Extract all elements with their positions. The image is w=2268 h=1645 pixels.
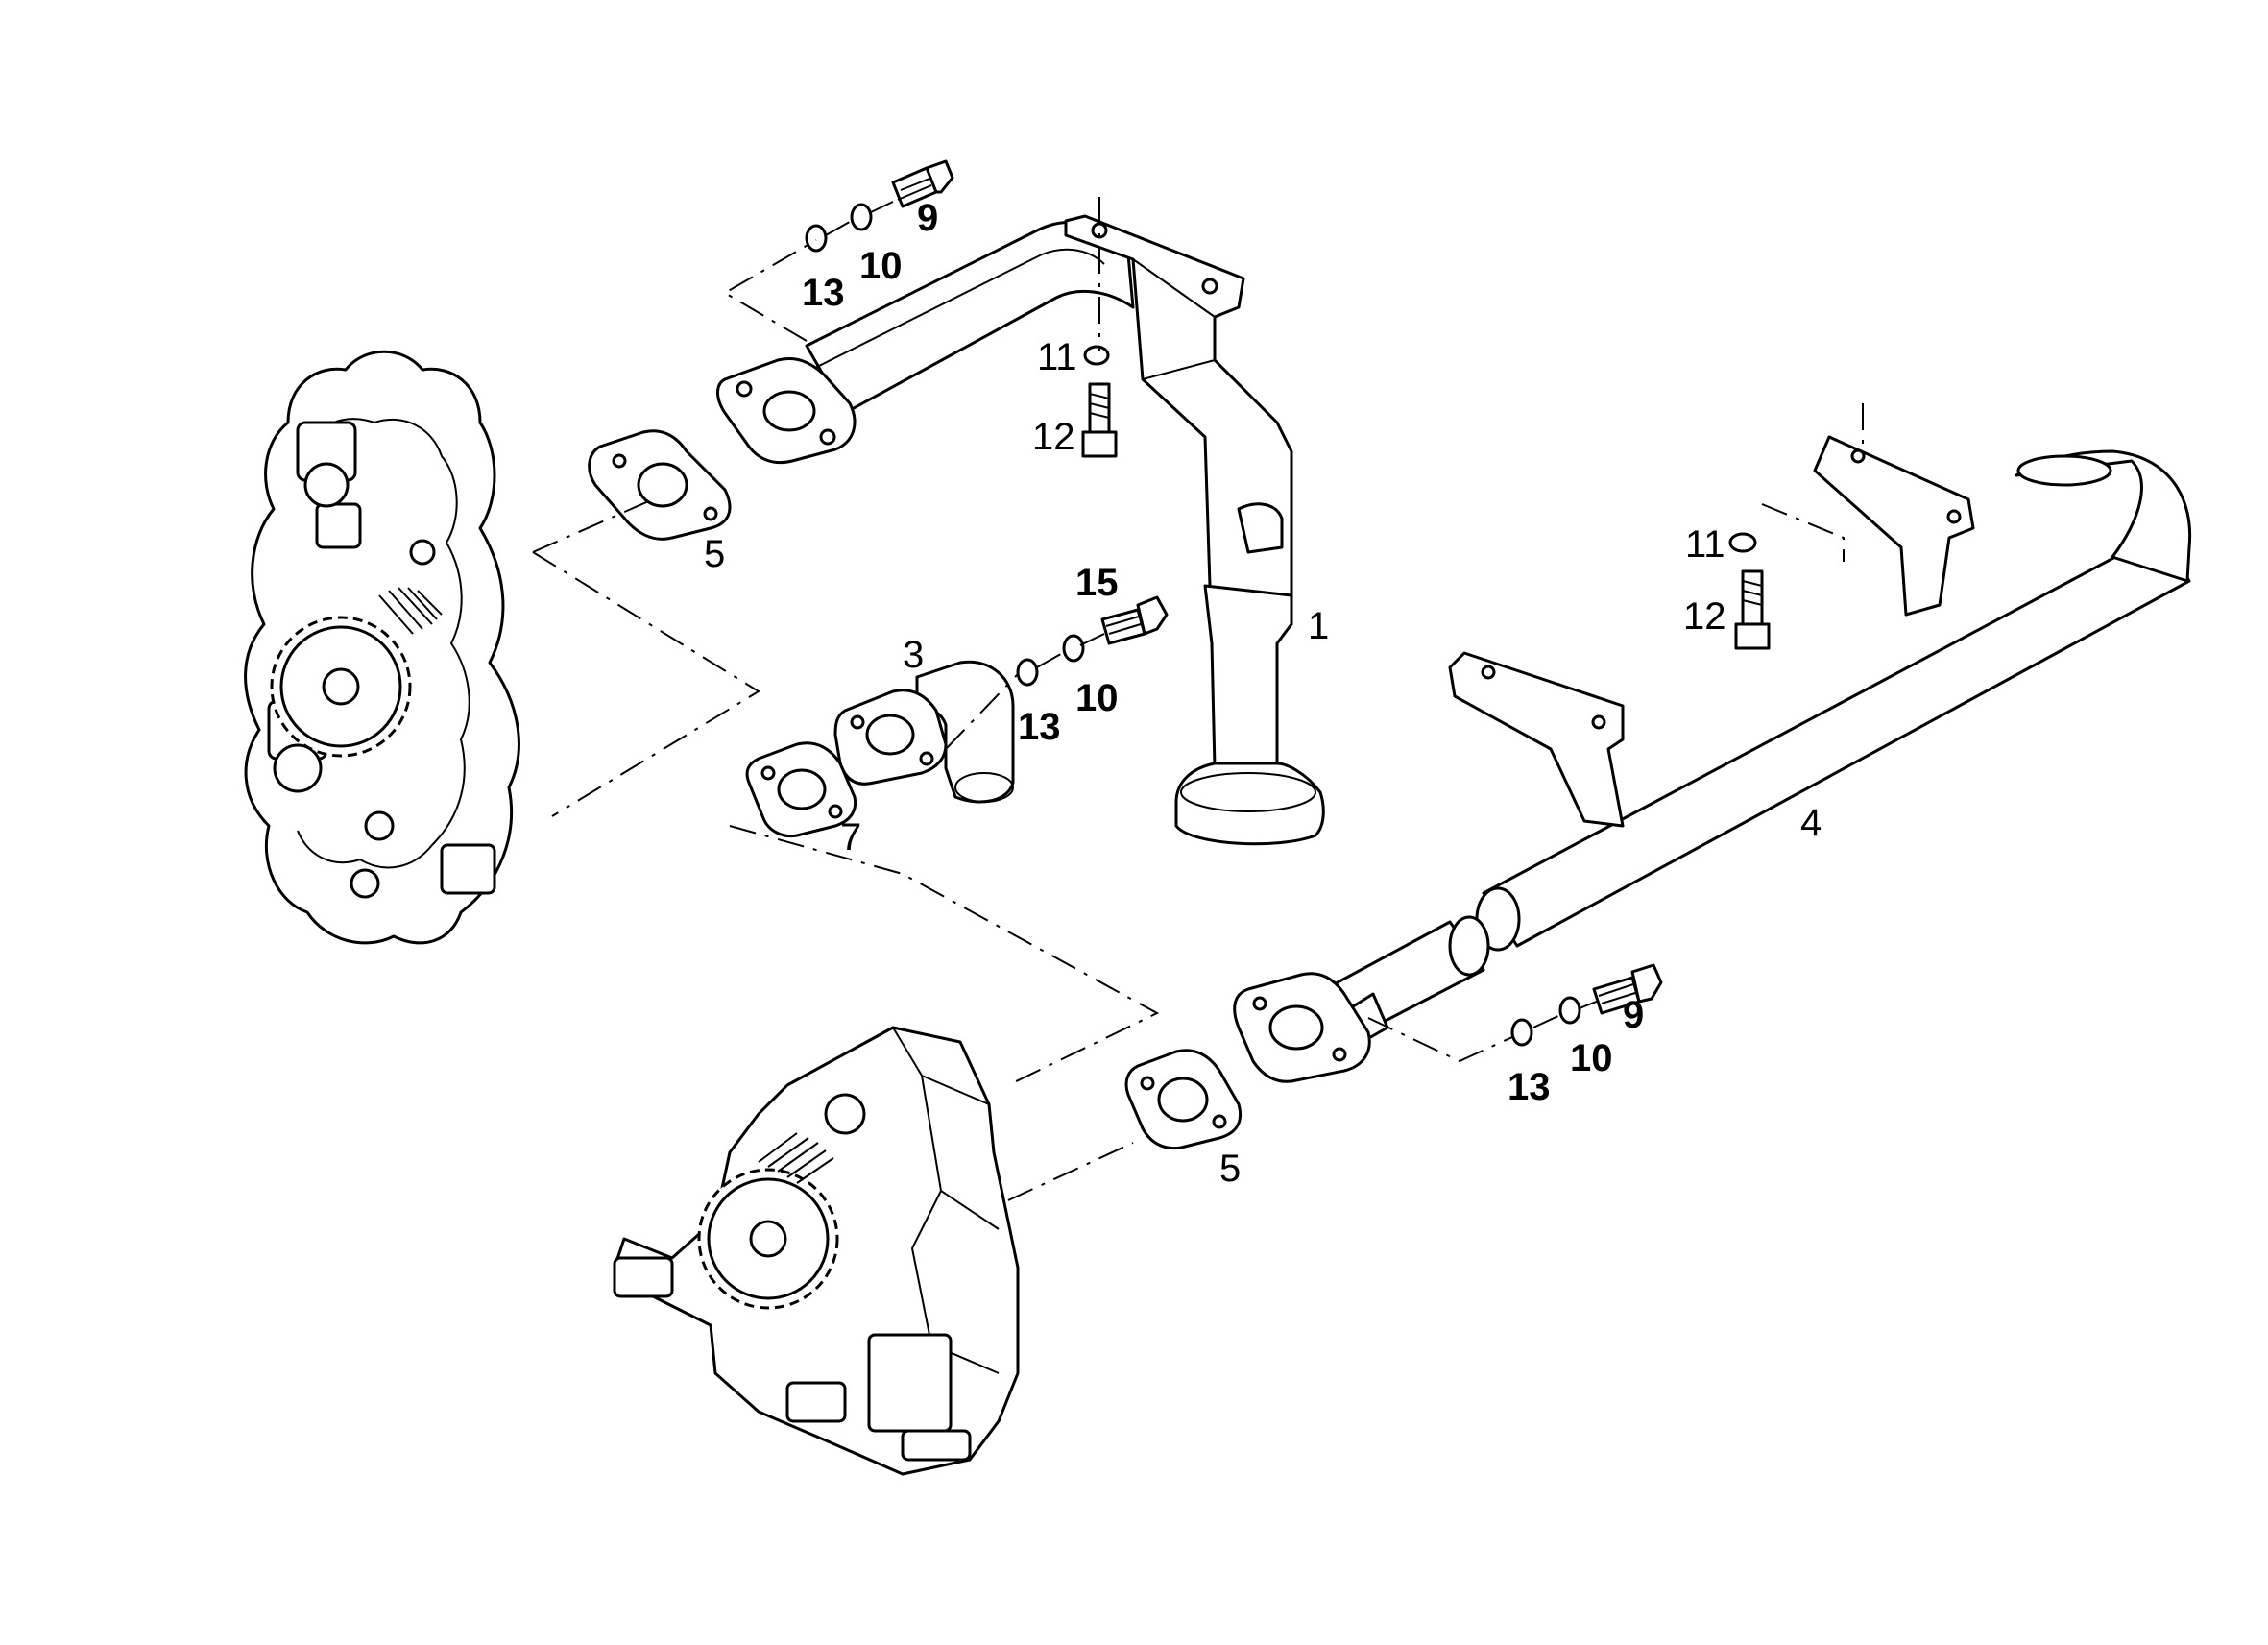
elbow-pipe	[833, 660, 1015, 804]
callout-9-lower: 9	[1623, 994, 1644, 1036]
washer-elbow	[1016, 658, 1039, 687]
callout-10-upper: 10	[859, 245, 903, 287]
callout-13-upper: 13	[802, 272, 845, 314]
callout-7: 7	[840, 816, 861, 859]
washer-lower	[1510, 1018, 1533, 1047]
callout-11-lower: 11	[1685, 523, 1725, 566]
washer-upper	[805, 224, 828, 253]
washer-bracket-upper	[1083, 345, 1110, 366]
callout-13-lower: 13	[1508, 1066, 1551, 1108]
callout-12-upper: 12	[1032, 416, 1075, 458]
bolt-lower	[1592, 963, 1663, 1015]
oil-pipe-lower	[1233, 435, 2192, 1083]
pump-gear-lower	[697, 1132, 839, 1310]
gasket-elbow	[745, 741, 857, 838]
callout-15: 15	[1075, 562, 1119, 604]
screw-bracket-upper	[1081, 382, 1118, 458]
fasteners	[805, 159, 1771, 1047]
callout-11-upper: 11	[1037, 336, 1077, 378]
washer-bracket-lower	[1728, 532, 1757, 553]
bolt-elbow	[1100, 595, 1169, 645]
oil-pipe-upper	[716, 214, 1325, 846]
gasket-upper	[588, 429, 732, 541]
screw-bracket-lower	[1734, 569, 1771, 650]
callout-1: 1	[1308, 605, 1329, 647]
gasket-lower	[1124, 1049, 1243, 1150]
callout-10-elbow: 10	[1075, 677, 1119, 719]
callout-5-lower: 5	[1219, 1148, 1241, 1190]
lockwasher-upper	[850, 203, 873, 231]
callout-4: 4	[1800, 802, 1822, 844]
oil-pump-lower	[613, 1026, 1020, 1476]
callout-3: 3	[903, 634, 924, 676]
lockwasher-elbow	[1062, 634, 1085, 663]
callout-10-lower: 10	[1570, 1037, 1613, 1079]
callout-12-lower: 12	[1683, 595, 1726, 638]
pump-gear-upper	[270, 587, 443, 758]
callout-13-elbow: 13	[1018, 706, 1061, 748]
lockwasher-lower	[1558, 996, 1581, 1025]
callout-5-upper: 5	[704, 533, 725, 575]
callout-labels: 1 3 4 5 5 7 9 10 13 15 10 13 11 12 11 12…	[704, 197, 1822, 1190]
bolt-upper	[891, 159, 954, 208]
assembly-lines	[532, 197, 1864, 1201]
oil-pump-upper	[244, 350, 520, 945]
callout-9-upper: 9	[917, 197, 938, 239]
